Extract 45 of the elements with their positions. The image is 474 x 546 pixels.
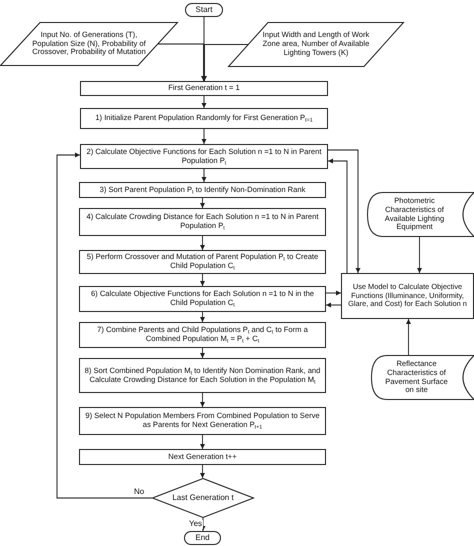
edge-label: Yes	[188, 520, 204, 529]
arrow	[200, 464, 205, 478]
process-box	[79, 449, 326, 465]
process-box	[79, 322, 326, 348]
arrow	[417, 236, 422, 274]
edge-label: No	[133, 488, 146, 497]
node-text: Last Generation t	[172, 493, 234, 503]
node-text: Start	[196, 5, 212, 15]
arrow	[200, 392, 205, 408]
arrow	[200, 274, 205, 286]
terminal-pill	[185, 3, 223, 17]
input-parallelogram	[228, 22, 404, 67]
process-box	[79, 358, 326, 393]
arrow	[326, 302, 342, 308]
process-box	[79, 182, 326, 198]
process-box	[79, 208, 326, 236]
arrow	[202, 44, 248, 82]
arrow	[200, 312, 205, 322]
arrow	[200, 198, 205, 208]
process-box	[79, 286, 326, 312]
arrow	[406, 318, 411, 356]
decision-diamond	[152, 478, 254, 518]
arrow	[202, 168, 206, 182]
arrow	[200, 348, 205, 358]
arrow	[200, 236, 205, 250]
process-box	[341, 273, 474, 319]
node-text: End	[195, 533, 210, 543]
arrow	[328, 150, 360, 274]
arrow	[326, 290, 342, 296]
arrow	[200, 434, 205, 450]
process-box	[79, 250, 326, 274]
arrow	[202, 96, 206, 108]
process-box	[80, 108, 328, 129]
arrow	[158, 44, 206, 82]
process-box	[79, 407, 326, 435]
process-box	[80, 144, 328, 169]
arrow	[200, 518, 206, 532]
process-box	[80, 81, 328, 96]
arrow	[56, 152, 152, 498]
stored-data-shape	[367, 192, 474, 237]
stored-data-shape	[371, 355, 474, 400]
arrow	[202, 128, 206, 144]
input-parallelogram	[0, 22, 178, 66]
terminal-pill	[184, 531, 221, 545]
arrow	[328, 158, 348, 274]
